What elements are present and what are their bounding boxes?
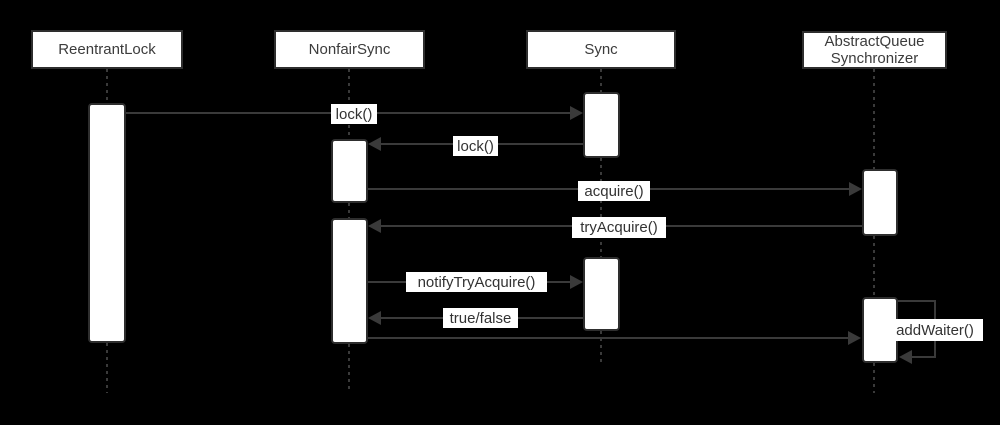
lifeline-segment-nonfair-sync — [348, 344, 350, 393]
arrowhead-lock-1 — [570, 106, 583, 120]
message-label-true-false: true/false — [443, 308, 518, 328]
message-line-unlabeled-call — [368, 337, 849, 339]
lifeline-segment-reentrant-lock — [106, 69, 108, 103]
lifeline-segment-nonfair-sync — [348, 203, 350, 218]
self-message-out-line-add-waiter — [898, 300, 936, 302]
lifeline-segment-sync — [600, 69, 602, 92]
lifeline-segment-abstract-queue-synchronizer — [873, 363, 875, 393]
message-label-acquire: acquire() — [578, 181, 650, 201]
arrowhead-lock-2 — [368, 137, 381, 151]
lifeline-segment-reentrant-lock — [106, 343, 108, 393]
message-label-add-waiter: addWaiter() — [887, 319, 983, 341]
arrowhead-unlabeled-call — [848, 331, 861, 345]
participant-label: Sync — [584, 41, 618, 58]
lifeline-segment-abstract-queue-synchronizer — [873, 236, 875, 297]
arrowhead-add-waiter — [899, 350, 912, 364]
message-label-lock-2: lock() — [453, 136, 498, 156]
message-label-lock-1: lock() — [331, 104, 377, 124]
arrowhead-notify-try-acquire — [570, 275, 583, 289]
participant-header-sync: Sync — [526, 30, 676, 69]
activation-aqs-1 — [862, 169, 898, 236]
arrowhead-try-acquire — [368, 219, 381, 233]
participant-label: ReentrantLock — [58, 41, 156, 58]
activation-sync-1 — [583, 92, 620, 158]
message-label-notify-try-acquire: notifyTryAcquire() — [406, 272, 547, 292]
participant-label: Synchronizer — [830, 50, 919, 67]
self-message-back-line-add-waiter — [911, 356, 936, 358]
lifeline-segment-sync — [600, 158, 602, 257]
lifeline-segment-abstract-queue-synchronizer — [873, 69, 875, 169]
participant-label: NonfairSync — [308, 41, 391, 58]
message-label-try-acquire: tryAcquire() — [572, 217, 666, 238]
activation-reentrant-lock-1 — [88, 103, 126, 343]
participant-label: AbstractQueue — [824, 33, 925, 50]
arrowhead-true-false — [368, 311, 381, 325]
activation-nonfair-sync-2 — [331, 218, 368, 344]
lifeline-segment-sync — [600, 331, 602, 362]
activation-nonfair-sync-1 — [331, 139, 368, 203]
arrowhead-acquire — [849, 182, 862, 196]
activation-sync-2 — [583, 257, 620, 331]
participant-header-reentrant-lock: ReentrantLock — [31, 30, 183, 69]
participant-header-nonfair-sync: NonfairSync — [274, 30, 425, 69]
